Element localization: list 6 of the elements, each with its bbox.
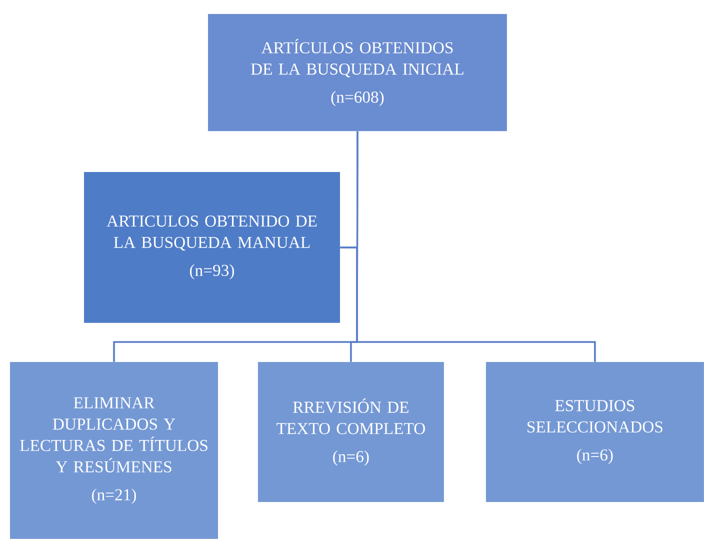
process-box: ARTICULOS OBTENIDO DE LA BUSQUEDA MANUAL (n=93) [84,172,340,323]
process-box: ELIMINAR DUPLICADOS Y LECTURAS DE TÍTULOS Y RESÚMENES (n=21) [10,362,218,539]
process-box: RREVISIÓN DE TEXTO COMPLETO (n=6) [258,362,444,502]
process-box: ARTÍCULOS OBTENIDOS DE LA BUSQUEDA INICIAL (n=608) [208,14,507,132]
process-box: ESTUDIOS SELECCIONADOS (n=6) [486,362,704,502]
connector [340,246,596,362]
